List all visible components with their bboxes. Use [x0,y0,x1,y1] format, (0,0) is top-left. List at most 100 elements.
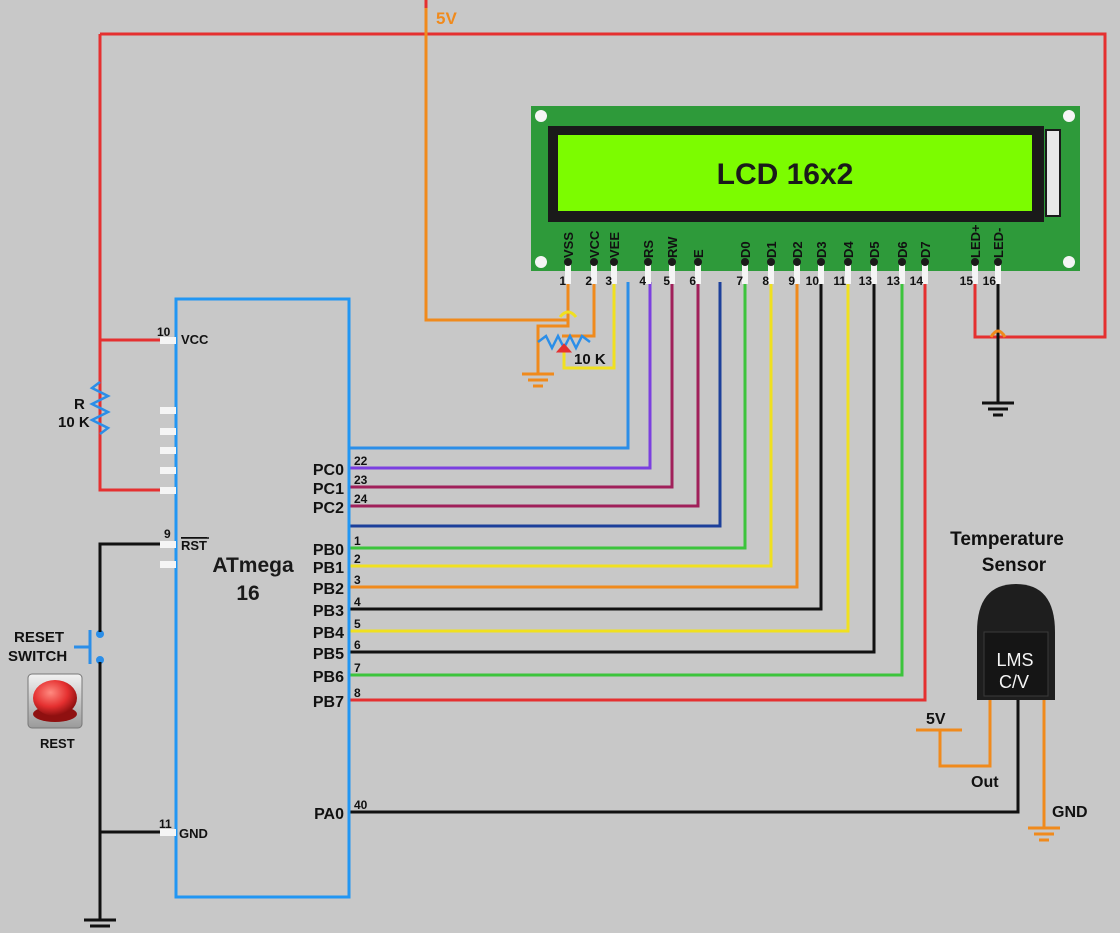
mcu-pin-rst: RST [181,538,207,553]
orange-gnd-wire [536,320,570,374]
lcd-pin-dot [767,258,775,266]
mcu-left-stubs [160,337,176,836]
lcd-pin-name: D0 [738,241,753,258]
lcd-pin-name: D3 [814,241,829,258]
mcu-pin-num: 11 [159,817,172,831]
lcd-pin-name: VEE [607,232,622,258]
lcd-mount-hole [535,110,547,122]
lcd-pin-name: D4 [841,241,856,258]
reset-button-label: REST [40,736,75,751]
lcd-pin-dot [898,258,906,266]
wire-navy [350,282,722,528]
mcu-pin-name: PC2 [313,500,344,517]
lcd-pin-number: 13 [859,274,873,288]
lcd-pin-dot [668,258,676,266]
lcd-pin-number: 3 [605,274,612,288]
red-left-rail [98,34,160,492]
lcd-pin-dot [870,258,878,266]
lcd-pin-number: 4 [639,274,646,288]
lcd-module: LCD 16x2 VSS1VCC2VEE3RS4RW5E6D07D18D29D3… [531,106,1080,288]
mcu-pin-name: PB3 [313,603,344,620]
orange-vcc-wire [562,282,596,338]
sensor-title-1: Temperature [950,529,1064,550]
lcd-pin-number: 5 [663,274,670,288]
resistor-zigzag [89,381,111,435]
reset-circuit: RESET SWITCH REST [8,542,160,928]
lcd-pin-name: D5 [867,241,882,258]
lcd-pin-name: D6 [895,241,910,258]
lcd-pin-dot [610,258,618,266]
lcd-pin-dot [741,258,749,266]
lcd-pin-stub [768,262,774,284]
lcd-pin-stub [565,262,571,284]
mcu-pin-number: 22 [354,454,368,468]
lcd-pin-name: D2 [790,241,805,258]
lcd-pin-stub [695,262,701,284]
wire-d2 [350,282,799,589]
reset-button-cap [33,680,77,716]
wire-pa0 [350,700,1020,814]
lcd-pin-number: 14 [910,274,924,288]
wire-d7 [350,282,927,702]
mcu-pin-num: 10 [157,325,171,339]
mcu-pin-name: PB7 [313,694,344,711]
lcd-pin-dot [817,258,825,266]
lcd-pin-number: 11 [833,274,846,288]
rst-wire [98,542,160,920]
pullup-resistor: R 10 K [58,381,111,435]
mcu-pin-name: PB1 [313,560,344,577]
mcu-pin-number: 40 [354,798,368,812]
led-ground [982,329,1014,417]
mcu-pin-name: PB4 [313,625,344,642]
lcd-pin-number: 8 [762,274,769,288]
lcd-pin-name: RW [665,236,680,258]
lcd-pin-name: D7 [918,241,933,258]
mcu-pin-number: 4 [354,595,361,609]
lcd-pin-stub [972,262,978,284]
lcd-pin-number: 16 [983,274,997,288]
yellow-vee-wire [562,282,616,370]
red-top-rail [100,32,1107,339]
orange-5v-wire [424,8,570,322]
lcd-pin-stub [845,262,851,284]
pot-ground-icon [522,372,554,388]
lcd-pin-name: D1 [764,241,779,258]
lcd-pin-dot [793,258,801,266]
mcu-pin-vcc: VCC [181,332,209,347]
wire-d6 [350,282,904,677]
lcd-mount-hole [535,256,547,268]
wire-d3 [350,282,823,611]
lcd-pin-dot [694,258,702,266]
lcd-pin-stub [591,262,597,284]
mcu-right-pin-labels: PC022PC123PC224PB01PB12PB23PB34PB45PB56P… [313,454,368,823]
signal-wires [350,282,1020,814]
mcu-pin-gnd: GND [179,826,208,841]
mcu-pin-number: 24 [354,492,368,506]
mcu-pin-name: PC0 [313,462,344,479]
resistor-value: 10 K [58,414,90,431]
reset-switch-label-2: SWITCH [8,648,67,665]
reset-button[interactable] [27,673,83,729]
lcd-pin-dot [971,258,979,266]
wire-rs [350,282,652,470]
lcd-pin-stub [899,262,905,284]
wire-vee-blue [350,282,630,450]
led-ground-icon [982,401,1014,417]
lcd-pin-number: 1 [559,274,566,288]
lcd-pin-stub [995,262,1001,284]
lcd-pin-dot [590,258,598,266]
lcd-pin-dot [644,258,652,266]
mcu-pin-number: 1 [354,534,361,548]
resistor-name: R [74,396,85,413]
lcd-pin-dot [844,258,852,266]
mcu-name-line1: ATmega [212,554,294,577]
mcu-pin-number: 7 [354,661,361,675]
lcd-pin-number: 7 [736,274,743,288]
lcd-pin-number: 6 [689,274,696,288]
lcd-title: LCD 16x2 [717,158,854,191]
wire-d5 [350,282,876,654]
bottom-ground-icon [84,918,116,928]
lcd-pin-stub [611,262,617,284]
